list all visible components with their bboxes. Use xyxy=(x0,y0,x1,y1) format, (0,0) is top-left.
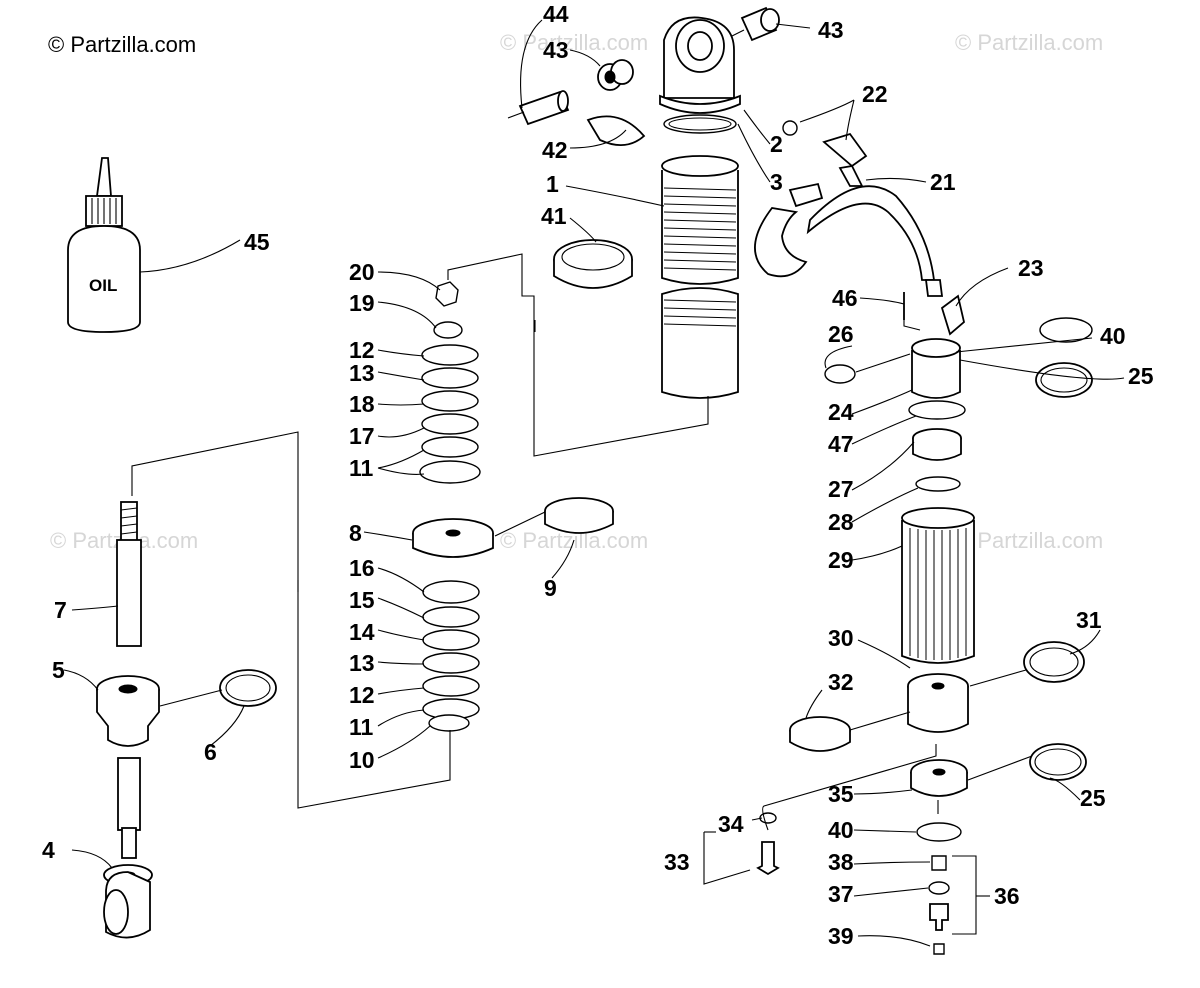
callout-15: 15 xyxy=(349,587,375,613)
callout-7: 7 xyxy=(54,597,67,623)
callout-28: 28 xyxy=(828,509,854,535)
callout-9: 9 xyxy=(544,575,557,601)
callout-34: 34 xyxy=(718,811,744,837)
callout-30: 30 xyxy=(828,625,854,651)
callout-41: 41 xyxy=(541,203,567,229)
callout-24: 24 xyxy=(828,399,854,425)
callout-17: 17 xyxy=(349,423,375,449)
callout-29: 29 xyxy=(828,547,854,573)
watermark-main: © Partzilla.com xyxy=(48,32,196,57)
callout-35: 35 xyxy=(828,781,854,807)
callout-5: 5 xyxy=(52,657,65,683)
callout-4: 4 xyxy=(42,837,55,863)
callout-25: 25 xyxy=(1080,785,1106,811)
callout-23: 23 xyxy=(1018,255,1044,281)
callout-19: 19 xyxy=(349,290,375,316)
reservoir-hose-part xyxy=(754,120,965,336)
callout-46: 46 xyxy=(832,285,858,311)
callout-44: 44 xyxy=(543,1,569,27)
piston-stack-part xyxy=(412,281,614,732)
callout-2: 2 xyxy=(770,131,783,157)
callout-6: 6 xyxy=(204,739,217,765)
reservoir-assembly-part xyxy=(756,292,1093,955)
callout-27: 27 xyxy=(828,476,854,502)
callout-36: 36 xyxy=(994,883,1020,909)
shock-body-assembly xyxy=(507,6,780,399)
callout-11: 11 xyxy=(349,455,374,481)
callout-38: 38 xyxy=(828,849,854,875)
callout-20: 20 xyxy=(349,259,375,285)
callout-39: 39 xyxy=(828,923,854,949)
callout-26: 26 xyxy=(828,321,854,347)
callout-1: 1 xyxy=(546,171,559,197)
oil-bottle-part: OIL xyxy=(67,157,141,333)
callout-32: 32 xyxy=(828,669,854,695)
callout-13: 13 xyxy=(349,650,375,676)
callout-labels: 44 43 43 22 2 42 3 1 21 41 45 20 23 19 4… xyxy=(42,1,1154,949)
watermark-faint-mid-right: © Partzilla.com xyxy=(955,528,1103,553)
callout-13: 13 xyxy=(349,360,375,386)
callout-37: 37 xyxy=(828,881,854,907)
callout-21: 21 xyxy=(930,169,956,195)
watermark-faint-top-right: © Partzilla.com xyxy=(955,30,1103,55)
callout-10: 10 xyxy=(349,747,375,773)
callout-40: 40 xyxy=(1100,323,1126,349)
callout-3: 3 xyxy=(770,169,783,195)
callout-22: 22 xyxy=(862,81,888,107)
callout-43: 43 xyxy=(543,37,569,63)
callout-12: 12 xyxy=(349,337,375,363)
callout-12: 12 xyxy=(349,682,375,708)
oil-label: OIL xyxy=(89,276,117,295)
callout-47: 47 xyxy=(828,431,854,457)
callout-8: 8 xyxy=(349,520,362,546)
leader-lines xyxy=(63,19,1125,947)
callout-43: 43 xyxy=(818,17,844,43)
callout-14: 14 xyxy=(349,619,375,645)
callout-42: 42 xyxy=(542,137,568,163)
callout-11: 11 xyxy=(349,714,374,740)
callout-31: 31 xyxy=(1076,607,1102,633)
shaft-assembly-part xyxy=(96,501,277,939)
callout-45: 45 xyxy=(244,229,270,255)
callout-16: 16 xyxy=(349,555,375,581)
callout-40: 40 xyxy=(828,817,854,843)
callout-18: 18 xyxy=(349,391,375,417)
callout-25: 25 xyxy=(1128,363,1154,389)
callout-33: 33 xyxy=(664,849,690,875)
